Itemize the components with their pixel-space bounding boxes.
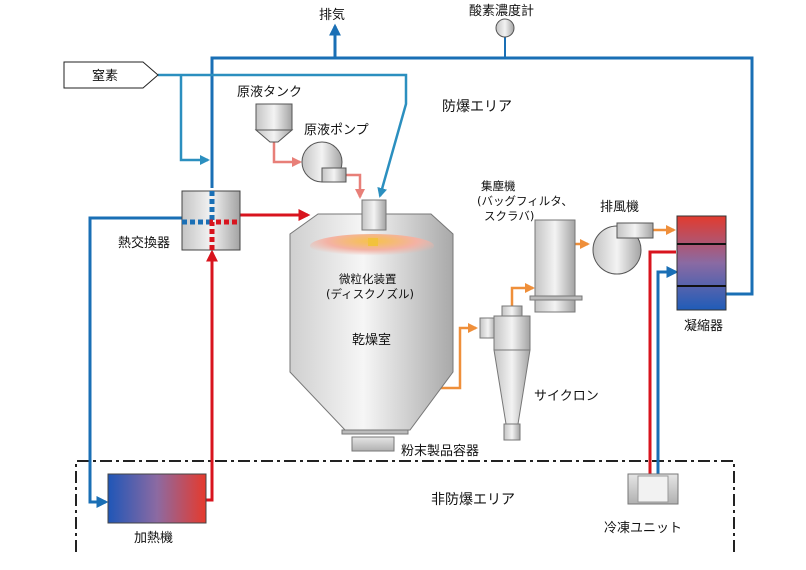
feed-tank — [254, 103, 294, 143]
exhaust-fan — [592, 222, 654, 275]
nitrogen-line — [158, 73, 408, 198]
dust-collector-label-sub2: スクラバ) — [484, 209, 534, 223]
heater-outlet-line — [206, 249, 218, 502]
non-explosion-proof-area-label: 非防爆エリア — [431, 492, 515, 508]
explosion-proof-area-label: 防爆エリア — [442, 99, 512, 115]
heater — [107, 473, 207, 524]
powder-container — [351, 436, 395, 452]
heater-label: 加熱機 — [134, 531, 173, 546]
exhaust-fan-label: 排風機 — [600, 200, 639, 215]
condenser-label: 凝縮器 — [684, 318, 723, 334]
exhaust-label: 排気 — [319, 7, 345, 23]
dust-collector-label-sub1: (バッグフィルタ、 — [477, 194, 573, 208]
powder-container-label: 粉末製品容器 — [401, 443, 479, 459]
drying-chamber — [289, 199, 454, 435]
feed-pump-label: 原液ポンプ — [304, 123, 369, 138]
drying-chamber-label: 乾燥室 — [352, 332, 391, 348]
cyclone-label: サイクロン — [534, 389, 599, 404]
heat-exchanger-label: 熱交換器 — [118, 235, 170, 251]
feed-pump-outlet-line — [344, 173, 365, 199]
heater-inlet-line — [88, 216, 182, 508]
atomizer-label-sub: (ディスクノズル) — [326, 287, 414, 301]
oxygen-meter-label: 酸素濃度計 — [469, 3, 534, 19]
nitrogen-label: 窒素 — [92, 68, 118, 84]
refrigerant-supply-line — [644, 250, 676, 499]
gas-return-line — [210, 56, 754, 296]
cyclone-outlet-line — [510, 283, 535, 306]
nitrogen-branch-line — [179, 75, 210, 165]
dust-collector — [529, 219, 583, 313]
feed-pump — [301, 141, 347, 183]
dust-collector-label: 集塵機 — [481, 179, 516, 193]
nitrogen-source — [63, 61, 159, 89]
feed-tank-label: 原液タンク — [237, 85, 302, 100]
condenser — [676, 215, 727, 311]
heat-exchanger — [181, 190, 241, 251]
refrigeration-unit — [627, 473, 679, 505]
atomizer-label: 微粒化装置 — [339, 272, 397, 286]
area-boundary-line — [75, 460, 735, 552]
feed-line — [272, 142, 302, 167]
refrigeration-unit-label: 冷凍ユニット — [604, 520, 682, 536]
cyclone — [479, 305, 531, 441]
oxygen-meter-gauge — [495, 18, 515, 38]
refrigerant-return-line — [656, 266, 679, 494]
